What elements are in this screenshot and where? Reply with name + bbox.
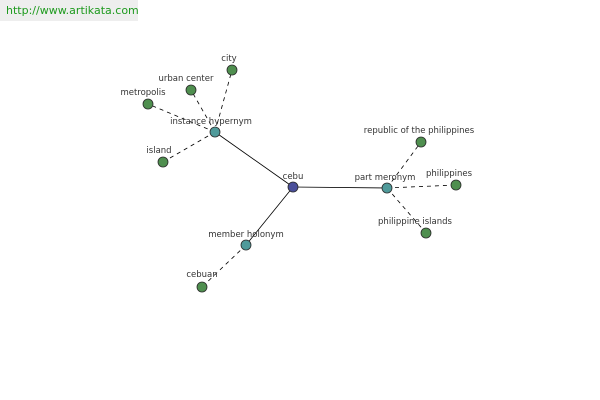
node-philippine-islands-label: philippine islands <box>378 217 452 227</box>
node-island-label: island <box>146 146 171 156</box>
edge-part-meronym-to-republic-of-the-philippines <box>386 141 422 189</box>
node-member-holonym[interactable]: member holonym <box>208 230 284 251</box>
edge-cebu-to-member-holonym <box>245 186 294 246</box>
node-urban-center[interactable]: urban center <box>159 74 214 96</box>
edge-cebu-to-part-meronym <box>292 186 388 189</box>
node-cebu[interactable]: cebu <box>283 172 304 193</box>
edge-member-holonym-to-cebuan <box>201 244 247 288</box>
node-cebu-circle[interactable] <box>287 181 299 193</box>
node-republic-of-the-philippines[interactable]: republic of the philippines <box>364 126 475 148</box>
edge-instance-hypernym-to-city <box>214 69 233 133</box>
edge-part-meronym-to-philippines <box>386 184 457 189</box>
edges-layer <box>147 69 457 288</box>
node-member-holonym-circle[interactable] <box>240 239 252 251</box>
node-member-holonym-label: member holonym <box>208 230 283 240</box>
node-cebuan-circle[interactable] <box>196 281 208 293</box>
node-metropolis-label: metropolis <box>120 88 166 98</box>
node-urban-center-label: urban center <box>159 74 214 84</box>
node-part-meronym-circle[interactable] <box>381 182 393 194</box>
node-philippine-islands[interactable]: philippine islands <box>378 217 453 239</box>
node-republic-of-the-philippines-circle[interactable] <box>415 136 427 148</box>
node-metropolis-circle[interactable] <box>142 98 154 110</box>
node-island-circle[interactable] <box>157 156 169 168</box>
node-philippines-circle[interactable] <box>450 179 462 191</box>
node-cebuan-label: cebuan <box>186 270 217 280</box>
node-philippine-islands-circle[interactable] <box>420 227 432 239</box>
node-city-label: city <box>221 54 236 64</box>
nodes-layer: cebu instance hypernym part meronym member … <box>120 54 475 293</box>
node-part-meronym[interactable]: part meronym <box>355 173 416 194</box>
source-banner: http://www.artikata.com <box>0 0 139 21</box>
edge-instance-hypernym-to-urban-center <box>190 89 216 133</box>
node-philippines[interactable]: philippines <box>426 169 473 191</box>
node-cebu-label: cebu <box>283 172 304 182</box>
node-island[interactable]: island <box>146 146 172 168</box>
edge-instance-hypernym-to-island <box>162 131 216 163</box>
node-city[interactable]: city <box>221 54 238 76</box>
edge-cebu-to-instance-hypernym <box>214 131 294 188</box>
node-philippines-label: philippines <box>426 169 473 179</box>
node-cebuan[interactable]: cebuan <box>186 270 218 293</box>
node-instance-hypernym-label: instance hypernym <box>170 117 252 127</box>
node-instance-hypernym[interactable]: instance hypernym <box>170 117 252 138</box>
node-instance-hypernym-circle[interactable] <box>209 126 221 138</box>
node-republic-of-the-philippines-label: republic of the philippines <box>364 126 475 136</box>
edge-part-meronym-to-philippine-islands <box>386 187 427 234</box>
node-metropolis[interactable]: metropolis <box>120 88 166 110</box>
node-urban-center-circle[interactable] <box>185 84 197 96</box>
node-part-meronym-label: part meronym <box>355 173 416 183</box>
node-city-circle[interactable] <box>226 64 238 76</box>
source-url-link[interactable]: http://www.artikata.com <box>6 4 139 17</box>
